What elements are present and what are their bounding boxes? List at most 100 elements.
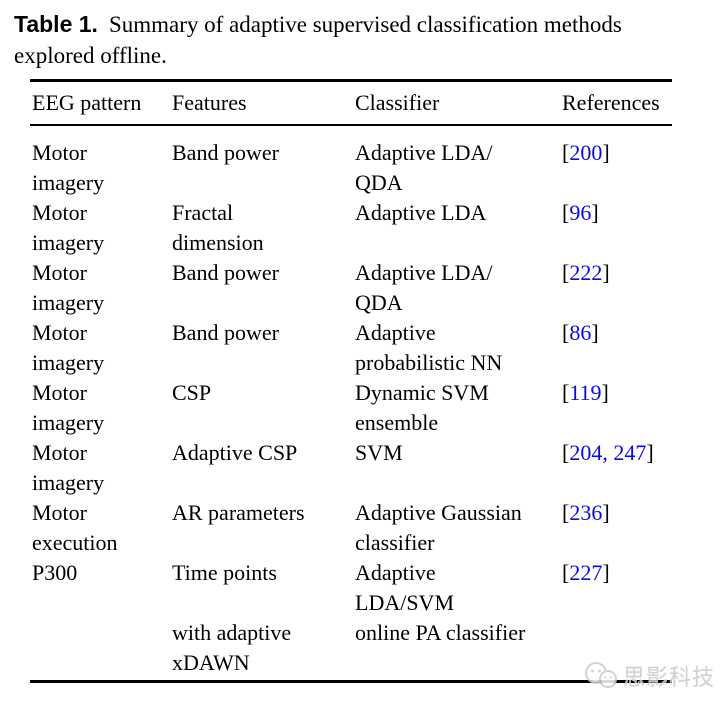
cell-line: Motor (32, 320, 87, 345)
cell-references: [222] (560, 258, 672, 318)
reference-entry: [86] (562, 318, 672, 348)
reference-bracket: ] (602, 260, 610, 285)
cell-line: P300 (32, 560, 78, 585)
cell-line: AR parameters (172, 500, 305, 525)
table-caption-label: Table 1. (14, 11, 98, 37)
table-top-rule (30, 79, 672, 82)
cell-line: imagery (32, 230, 105, 255)
cell-line: execution (32, 530, 118, 555)
cell-line: Motor (32, 200, 87, 225)
cell-line: CSP (172, 380, 212, 405)
reference-bracket: [ (562, 140, 570, 165)
watermark-logo-icon (581, 659, 621, 693)
column-header-eeg-pattern: EEG pattern (32, 90, 142, 115)
column-header-classifier: Classifier (355, 90, 440, 115)
reference-link[interactable]: 227 (569, 560, 603, 585)
cell-line: Adaptive LDA/ (355, 140, 493, 165)
cell-features: Band power (170, 318, 353, 378)
cell-line: Band power (172, 320, 279, 345)
cell-line: Band power (172, 260, 279, 285)
cell-features: Band power (170, 258, 353, 318)
table-row: Motor imagery Fractal dimension Adaptive LDA… (30, 198, 672, 258)
reference-link[interactable]: 200 (569, 140, 603, 165)
cell-references: [236] (560, 498, 672, 558)
cell-line: Motor (32, 260, 87, 285)
reference-link[interactable]: 86 (569, 320, 592, 345)
reference-bracket: [ (562, 500, 570, 525)
table-row: Motor execution AR parameters Adaptive Gaus… (30, 498, 672, 558)
column-header-features: Features (172, 90, 247, 115)
cell-line: QDA (355, 170, 403, 195)
cell-line: QDA (355, 290, 403, 315)
cell-references: [119] (560, 378, 672, 438)
cell-classifier: Adaptive LDA/QDA (353, 138, 560, 198)
cell-line: Motor (32, 500, 87, 525)
cell-line: Adaptive (355, 320, 436, 345)
reference-bracket: ] (602, 140, 610, 165)
cell-line: Motor (32, 440, 87, 465)
cell-line: probabilistic NN (355, 350, 503, 375)
cell-line: Band power (172, 140, 279, 165)
reference-bracket: ] (601, 380, 609, 405)
reference-link[interactable]: 222 (569, 260, 603, 285)
reference-entry: [96] (562, 198, 672, 228)
cell-line (172, 588, 353, 618)
reference-bracket: ] (591, 200, 599, 225)
cell-features: AR parameters (170, 498, 353, 558)
table: EEG pattern Features Classifier Referenc… (30, 79, 672, 683)
cell-features: CSP (170, 378, 353, 438)
cell-references: [204, 247] (560, 438, 672, 498)
cell-line: SVM (355, 440, 403, 465)
cell-line: Adaptive LDA/ (355, 260, 493, 285)
cell-line: with adaptive (172, 620, 292, 645)
header-separator-rule (30, 124, 672, 126)
watermark-text: 思影科技 (622, 666, 715, 691)
cell-line: dimension (172, 230, 264, 255)
cell-line: Motor (32, 140, 87, 165)
reference-link[interactable]: 204, 247 (569, 440, 647, 465)
cell-eeg-pattern: Motor imagery (30, 198, 170, 258)
cell-line: Fractal (172, 200, 234, 225)
table-header-row: EEG pattern Features Classifier Referenc… (30, 82, 672, 124)
reference-entry: [204, 247] (562, 438, 672, 468)
reference-link[interactable]: 96 (569, 200, 592, 225)
reference-bracket: [ (562, 380, 570, 405)
cell-references: [96] (560, 198, 672, 258)
reference-bracket: [ (562, 320, 570, 345)
reference-link[interactable]: 119 (569, 380, 602, 405)
cell-line: Adaptive (355, 560, 436, 585)
reference-entry: [236] (562, 498, 672, 528)
cell-line: xDAWN (172, 650, 250, 675)
cell-line: imagery (32, 170, 105, 195)
table-caption-text-line2: explored offline. (14, 43, 167, 68)
reference-entry: [119] (562, 378, 672, 408)
cell-classifier: Adaptive LDA (353, 198, 560, 258)
cell-line: imagery (32, 470, 105, 495)
table-caption-text-line1: Summary of adaptive supervised classific… (108, 12, 622, 37)
cell-features: Adaptive CSP (170, 438, 353, 498)
reference-bracket: ] (591, 320, 599, 345)
reference-bracket: [ (562, 200, 570, 225)
cell-line: Adaptive Gaussian (355, 500, 522, 525)
reference-link[interactable]: 236 (569, 500, 603, 525)
reference-bracket: ] (646, 440, 654, 465)
cell-classifier: Adaptive probabilistic NN (353, 318, 560, 378)
cell-line: Dynamic SVM (355, 380, 489, 405)
cell-features: Band power (170, 138, 353, 198)
reference-bracket: [ (562, 260, 570, 285)
cell-features: Fractal dimension (170, 198, 353, 258)
reference-bracket: [ (562, 440, 570, 465)
reference-entry: [222] (562, 258, 672, 288)
reference-bracket: ] (602, 500, 610, 525)
